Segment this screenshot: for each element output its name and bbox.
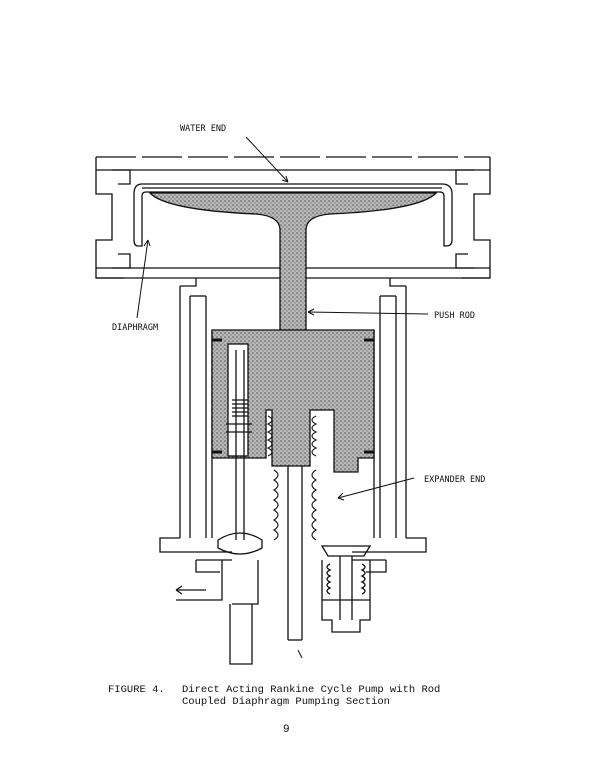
caption-line-2: Coupled Diaphragm Pumping Section bbox=[182, 696, 390, 708]
label-push-rod: PUSH ROD bbox=[434, 311, 475, 321]
label-diaphragm: DIAPHRAGM bbox=[112, 323, 158, 333]
label-expander-end: EXPANDER END bbox=[424, 475, 485, 485]
figure-number: FIGURE 4. bbox=[108, 684, 165, 696]
label-water-end: WATER END bbox=[180, 124, 226, 134]
leader-lines bbox=[136, 136, 429, 659]
figure-caption: FIGURE 4. Direct Acting Rankine Cycle Pum… bbox=[108, 684, 440, 708]
diaphragm-piston bbox=[148, 192, 438, 339]
caption-line-1: Direct Acting Rankine Cycle Pump with Ro… bbox=[182, 684, 441, 696]
exhaust-valve bbox=[320, 545, 372, 633]
page-number: 9 bbox=[283, 724, 290, 736]
expander-piston bbox=[211, 329, 375, 473]
center-rod bbox=[287, 466, 303, 641]
diaphragm bbox=[133, 183, 453, 247]
piston-rings bbox=[212, 338, 374, 454]
inlet-valve bbox=[175, 343, 263, 665]
return-springs bbox=[266, 415, 318, 541]
